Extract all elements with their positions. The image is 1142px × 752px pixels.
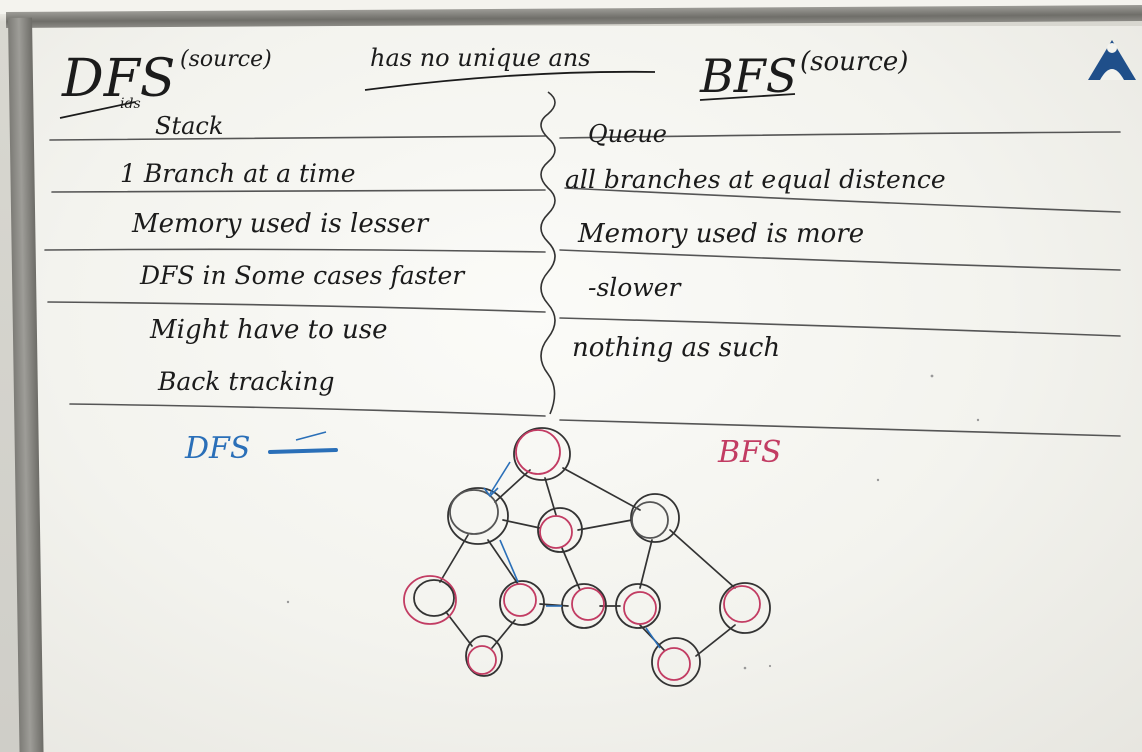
- bfs-row-5: nothing as such: [572, 333, 780, 363]
- dfs-row-6: Back tracking: [157, 367, 335, 396]
- center-note-underline: [364, 70, 656, 91]
- board-specks: [286, 374, 980, 670]
- graph-node: [651, 637, 701, 687]
- center-note: has no unique ans: [370, 44, 591, 72]
- dfs-row-5: Might have to use: [149, 315, 387, 345]
- dfs-underline: [59, 101, 136, 119]
- ruling-lines: [44, 131, 1121, 437]
- graph-node: [537, 507, 583, 553]
- dfs-title-suffix: (source): [180, 47, 272, 72]
- column-divider: [540, 91, 556, 415]
- dfs-traversal-arrows: [483, 461, 661, 649]
- dfs-marks: ids: [120, 96, 141, 112]
- bfs-title-suffix: (source): [800, 47, 908, 77]
- dfs-row-3: Memory used is lesser: [131, 209, 430, 239]
- bfs-row-2: all branches at equal distence: [565, 165, 946, 194]
- dfs-row-1: Stack: [155, 112, 223, 140]
- graph-node: [630, 493, 680, 543]
- graph-node: [499, 580, 545, 626]
- dfs-title: DFS: [61, 49, 175, 109]
- whiteboard: [28, 26, 1142, 752]
- institute-logo-icon: [1088, 40, 1136, 80]
- arrow-right-icon: [268, 431, 338, 454]
- dfs-row-2: 1 Branch at a time: [120, 159, 356, 188]
- dfs-label: DFS: [184, 431, 250, 466]
- graph-nodes: [403, 427, 771, 687]
- graph-node: [447, 487, 509, 545]
- graph-node: [403, 575, 457, 625]
- bfs-row-1: Queue: [588, 120, 667, 148]
- graph-node: [513, 427, 571, 481]
- dfs-row-4: DFS in Some cases faster: [139, 261, 466, 290]
- graph-edges: [439, 467, 736, 657]
- graph-node: [465, 635, 503, 677]
- graph-node: [615, 583, 661, 629]
- bfs-row-4: -slower: [588, 273, 683, 302]
- bfs-underline: [699, 93, 796, 101]
- bfs-label: BFS: [717, 435, 781, 470]
- bfs-row-3: Memory used is more: [577, 219, 864, 249]
- graph-node: [719, 582, 771, 634]
